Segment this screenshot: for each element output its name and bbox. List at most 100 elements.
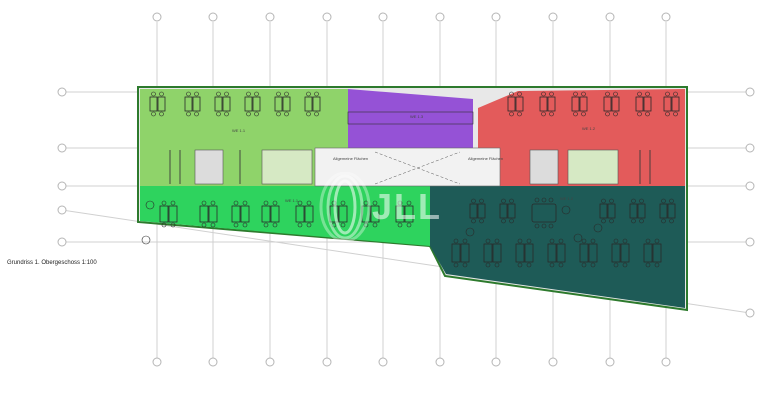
- desk: [222, 96, 231, 112]
- chair: [297, 222, 303, 228]
- desk: [556, 243, 566, 263]
- desk: [370, 205, 380, 223]
- lounge-chair: [465, 227, 475, 237]
- chair: [306, 111, 311, 117]
- desk: [451, 243, 461, 263]
- axis-bubble-top: [322, 12, 332, 22]
- axis-bubble-left: [57, 237, 67, 247]
- chair: [272, 222, 278, 228]
- desk: [244, 96, 253, 112]
- chair: [613, 262, 619, 268]
- chair: [331, 222, 337, 228]
- chair: [372, 222, 378, 228]
- chair: [194, 91, 199, 97]
- desk: [671, 96, 680, 112]
- chair: [485, 262, 491, 268]
- desk: [477, 203, 486, 219]
- chair: [509, 91, 514, 97]
- chair: [363, 222, 369, 228]
- axis-bubble-bottom: [548, 357, 558, 367]
- chair: [645, 91, 650, 97]
- chair: [609, 218, 614, 224]
- chair: [170, 222, 176, 228]
- desk: [643, 243, 653, 263]
- desk: [524, 243, 534, 263]
- desk: [282, 96, 291, 112]
- desk: [547, 243, 557, 263]
- chair: [590, 238, 596, 244]
- axis-bubble-top: [661, 12, 671, 22]
- chair: [622, 262, 628, 268]
- chair: [501, 218, 506, 224]
- axis-bubble-bottom: [265, 357, 275, 367]
- desk: [539, 96, 548, 112]
- axis-bubble-left: [57, 87, 67, 97]
- chair: [161, 200, 167, 206]
- chair: [573, 91, 578, 97]
- chair: [509, 198, 514, 204]
- lounge-chair: [561, 205, 571, 215]
- desk: [157, 96, 166, 112]
- desk: [149, 96, 158, 112]
- desk: [637, 203, 646, 219]
- zone-top-center: [348, 89, 473, 148]
- chair: [406, 200, 412, 206]
- chair: [314, 111, 319, 117]
- desk: [611, 243, 621, 263]
- lounge-chair: [573, 233, 583, 243]
- chair: [242, 200, 248, 206]
- chair: [654, 262, 660, 268]
- chair: [340, 200, 346, 206]
- desk: [499, 203, 508, 219]
- chair: [541, 111, 546, 117]
- core-label-left: Allgemeine Flächen: [333, 156, 368, 161]
- furniture-layer: [141, 91, 680, 268]
- chair: [581, 262, 587, 268]
- chair: [246, 111, 251, 117]
- chair: [645, 111, 650, 117]
- desk: [270, 205, 280, 223]
- desk: [274, 96, 283, 112]
- lounge-chair: [145, 200, 155, 210]
- chair: [453, 262, 459, 268]
- chair: [406, 222, 412, 228]
- chair: [601, 198, 606, 204]
- chair: [233, 200, 239, 206]
- chair: [558, 262, 564, 268]
- toilet-block-left: [261, 149, 313, 185]
- chair: [639, 198, 644, 204]
- chair: [534, 197, 540, 203]
- chair: [613, 91, 618, 97]
- chair: [210, 200, 216, 206]
- chair: [471, 218, 476, 224]
- chair: [669, 198, 674, 204]
- desk: [469, 203, 478, 219]
- chair: [517, 91, 522, 97]
- stair-core-left: [194, 149, 224, 185]
- meeting-table: [531, 203, 557, 223]
- chair: [581, 111, 586, 117]
- void-cross-line: [374, 151, 461, 185]
- chair: [485, 238, 491, 244]
- axis-bubble-bottom: [152, 357, 162, 367]
- desk: [295, 205, 305, 223]
- axis-bubble-left: [57, 181, 67, 191]
- chair: [494, 262, 500, 268]
- chair: [549, 238, 555, 244]
- chair: [637, 111, 642, 117]
- axis-bubble-right: [745, 181, 755, 191]
- zone-bottom-right: [430, 186, 685, 308]
- desk: [240, 205, 250, 223]
- chair: [263, 200, 269, 206]
- desk: [304, 96, 313, 112]
- chair: [673, 91, 678, 97]
- chair: [637, 91, 642, 97]
- lounge-chair: [593, 223, 603, 233]
- desk: [579, 243, 589, 263]
- chair: [170, 200, 176, 206]
- chair: [541, 91, 546, 97]
- desk: [515, 243, 525, 263]
- desk: [252, 96, 261, 112]
- desk: [184, 96, 193, 112]
- chair: [284, 111, 289, 117]
